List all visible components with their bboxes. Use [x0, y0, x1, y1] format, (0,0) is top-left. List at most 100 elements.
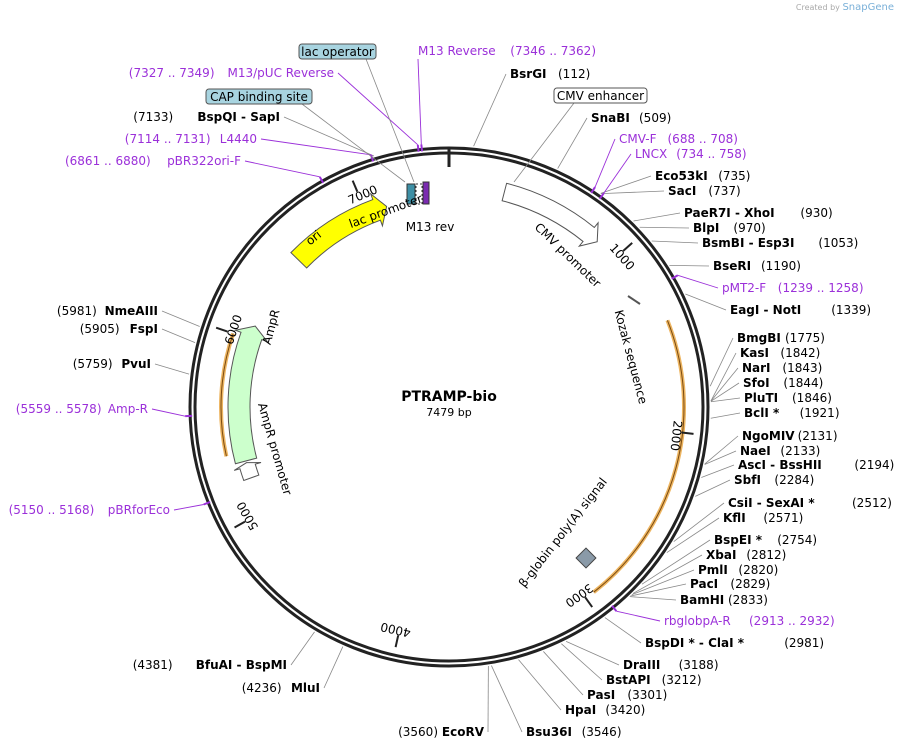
site-name: XbaI [706, 548, 736, 562]
site-position: (1775) [785, 331, 825, 345]
site-name: Eco53kI [655, 169, 708, 183]
ampr-promoter-label: AmpR promoter [255, 401, 295, 497]
site-position: (1053) [818, 236, 858, 250]
primer-name: L4440 [220, 132, 257, 146]
ampr-promoter-arrow [233, 462, 262, 482]
site-name: BspQI - SapI [197, 110, 280, 124]
site-name: BamHI [680, 593, 724, 607]
boxed-label-frame [205, 88, 313, 105]
site-leader [639, 226, 690, 229]
site-name: NaeI [740, 444, 771, 458]
site-position: (1921) [800, 406, 840, 420]
plasmid-size: 7479 bp [426, 406, 471, 419]
site-name: BfuAI - BspMI [196, 658, 287, 672]
site-name: NarI [742, 361, 771, 375]
site-leader [666, 517, 720, 553]
site-leader [631, 569, 695, 596]
orf-core [593, 320, 685, 593]
site-position: (2820) [738, 563, 778, 577]
site-position: (2512) [852, 496, 892, 510]
boxed-label-text: CMV enhancer [557, 89, 644, 103]
site-name: BlpI [693, 221, 719, 235]
lac-promoter-box [406, 183, 416, 205]
boxed-label-frame [298, 43, 377, 60]
site-position: (970) [733, 221, 765, 235]
site-position: (2284) [774, 473, 814, 487]
primer-name: LNCX [635, 147, 667, 161]
site-position: (1842) [780, 346, 820, 360]
site-position: (2571) [763, 511, 803, 525]
site-leader [323, 646, 344, 689]
site-leader [685, 293, 727, 311]
primer-name: pMT2-F [722, 281, 766, 295]
primer-range: (7114 .. 7131) [125, 132, 211, 146]
site-position: (2829) [730, 577, 770, 591]
site-position: (2981) [784, 636, 824, 650]
primer-leader [677, 274, 719, 289]
primer-name: Amp-R [108, 402, 148, 416]
site-name: KflI [723, 511, 746, 525]
tick-mark [215, 326, 228, 333]
site-name: PmlI [698, 563, 728, 577]
site-name: SbfI [734, 473, 761, 487]
site-leader [669, 264, 710, 267]
site-leader [557, 117, 588, 169]
site-position: (112) [558, 67, 590, 81]
credit-brand: SnapGene [842, 2, 894, 13]
site-position: (3212) [662, 673, 702, 687]
tick-mark [622, 242, 633, 252]
site-leader [704, 435, 739, 465]
site-position: (3560) [398, 725, 438, 739]
primer-range: (5559 .. 5578) [16, 402, 102, 416]
site-leader [518, 659, 562, 711]
primer-mark [203, 500, 211, 506]
site-name: PacI [690, 577, 718, 591]
primer-mark [318, 176, 325, 184]
site-name: BclI * [744, 406, 780, 420]
snapgene-credit: Created by SnapGene [796, 2, 894, 13]
site-position: (737) [708, 184, 740, 198]
tick-mark [234, 520, 246, 529]
primer-leader [417, 58, 422, 145]
site-position: (2833) [728, 593, 768, 607]
m13-rev-label: M13 rev [406, 220, 455, 234]
primer-range: (7346 .. 7362) [510, 44, 596, 58]
cmv-promoter-arrow [501, 182, 599, 247]
tick-label: 5000 [234, 499, 261, 532]
site-name: MluI [291, 681, 320, 695]
site-leader [710, 367, 739, 402]
primer-leader [616, 610, 661, 622]
site-name: PluTI [744, 391, 778, 405]
site-position: (1190) [761, 259, 801, 273]
primer-name: M13/pUC Reverse [228, 66, 335, 80]
site-name: SfoI [743, 376, 770, 390]
site-leader [543, 651, 584, 696]
site-leader [600, 175, 652, 194]
orf-layer [219, 319, 686, 594]
primer-range: (5150 .. 5168) [9, 503, 95, 517]
site-leader [601, 190, 665, 195]
site-leader [704, 450, 737, 465]
site-leader [710, 397, 741, 403]
plasmid-name: PTRAMP-bio [401, 389, 497, 405]
site-position: (1843) [782, 361, 822, 375]
site-leader [632, 554, 703, 594]
site-leader [710, 412, 741, 419]
orf-core [220, 333, 234, 457]
site-name: BspDI * - ClaI * [645, 636, 745, 650]
boxed-label-text: CAP binding site [210, 90, 308, 104]
tick-mark [351, 180, 359, 193]
primer-range: (1239 .. 1258) [778, 281, 864, 295]
primer-range: (2913 .. 2932) [749, 614, 835, 628]
center-title: PTRAMP-bio 7479 bp [401, 389, 497, 419]
primer-range: (6861 .. 6880) [65, 154, 151, 168]
lac-operator-box [415, 183, 423, 205]
tick-label: 2000 [668, 420, 685, 452]
site-position: (3188) [679, 658, 719, 672]
site-position: (5759) [73, 357, 113, 371]
site-position: (4236) [242, 681, 282, 695]
site-name: SacI [668, 184, 696, 198]
site-name: Bsu36I [526, 725, 572, 739]
primer-mark [420, 144, 424, 152]
